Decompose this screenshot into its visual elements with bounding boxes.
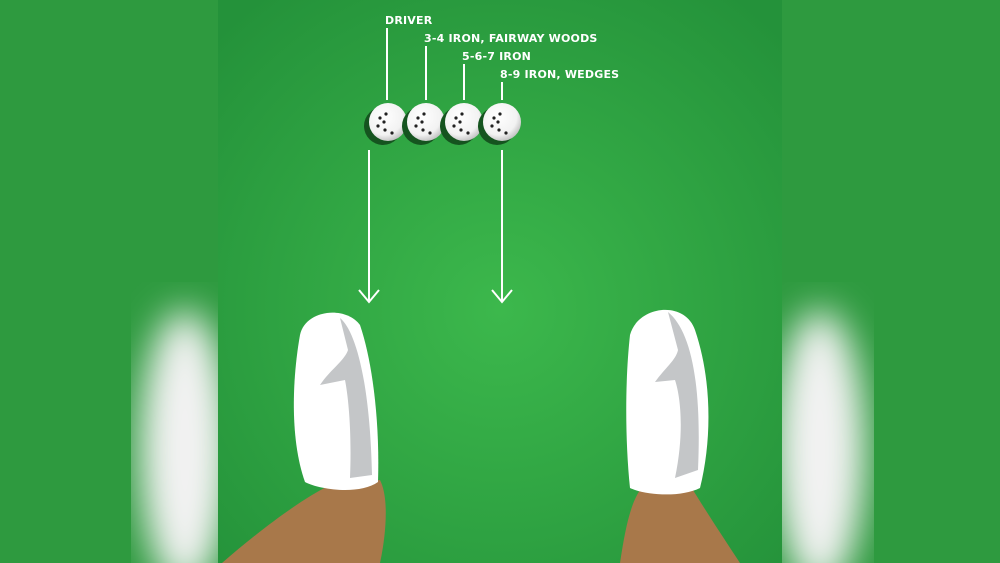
left-foot [222,312,386,563]
label-short-irons: 8-9 IRON, WEDGES [500,68,619,81]
arrow-left-foot-icon [358,150,380,304]
arrows [358,150,513,304]
blurred-background-right [775,0,1000,563]
label-mid-irons: 5-6-7 IRON [462,50,531,63]
label-long-irons: 3-4 IRON, FAIRWAY WOODS [424,32,598,45]
golf-balls [364,103,521,145]
golf-ball-short-irons [478,103,521,145]
blurred-background-left [0,0,230,563]
arrow-center-icon [491,150,513,304]
golf-ball-mid-irons [440,103,483,145]
leader-lines [386,28,503,100]
golf-ball-long-irons [402,103,445,145]
golf-ball-driver [364,103,407,145]
label-driver: DRIVER [385,14,433,27]
right-foot [620,309,740,563]
